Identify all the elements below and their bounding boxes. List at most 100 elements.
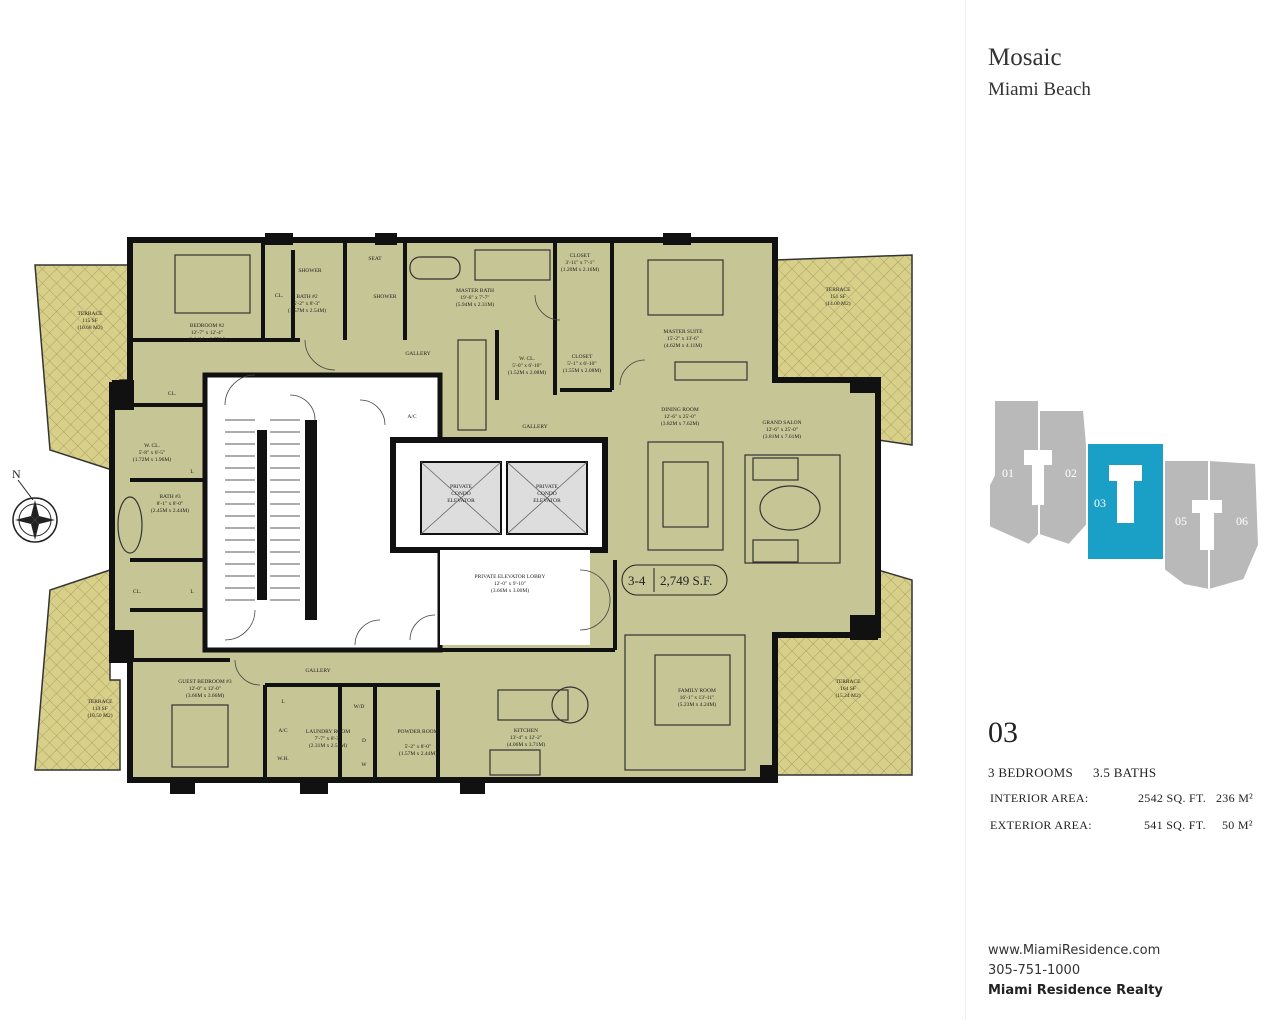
key-plan: 01 02 03 05 06 [984,395,1264,595]
key-unit-05 [1163,459,1210,592]
label-closet1-dim: 3'-11" x 7'-1" [565,260,594,266]
interior-area-sqft: 2542 SQ. FT. [1138,791,1207,805]
label-bedroom2: BEDROOM #2 [190,323,225,329]
info-panel: Mosaic Miami Beach 01 02 03 05 06 03 3 B… [965,0,1265,1020]
key-plan-drawing: 01 02 03 05 06 [988,399,1261,592]
exterior-area-m2: 50 M² [1222,818,1253,832]
label-terrace-nw-sf: 115 SF [82,318,98,324]
label-salon-m: (3.81M x 7.61M) [763,433,801,440]
label-w: W [361,762,367,768]
floor-plan: N 3-4 2,749 S.F. BEDROOM #2 12'-7" x 12'… [12,233,913,794]
label-wcl: W. CL. [519,356,535,362]
label-bath3-m: (2.45M x 2.44M) [151,507,189,514]
label-bath3-dim: 8'-1" x 8'-0" [157,501,184,507]
label-gallery-bottom: GALLERY [305,668,330,674]
label-powder-dim: 5'-2" x 8'-0" [405,744,432,750]
label-l-1: L [190,469,194,475]
key-unit-02 [1038,409,1088,547]
label-gallery-mid: GALLERY [522,424,547,430]
exterior-area-sqft: 541 SQ. FT. [1144,818,1206,832]
key-unit-01 [988,399,1040,547]
label-elevator2-l1: PRIVATE [536,484,559,490]
label-terrace-sw: TERRACE [87,699,113,705]
label-l-2: L [190,589,194,595]
badge-area: 2,749 S.F. [660,573,712,588]
label-elevator2-l3: ELEVATOR [533,498,561,504]
label-master-bath: MASTER BATH [456,288,494,294]
label-dining-dim: 12'-6" x 25'-0" [664,414,696,420]
project-title: Mosaic [988,44,1062,71]
label-terrace-ne: TERRACE [825,287,851,293]
bedrooms-count: 3 BEDROOMS [988,765,1073,780]
label-wd: W/D [354,704,365,710]
lobby-area [440,550,590,645]
label-terrace-se-sf: 164 SF [840,686,856,692]
label-cl-2: CL. [168,391,177,397]
label-master-bath-m: (5.94M x 2.31M) [456,301,494,308]
company-name: Miami Residence Realty [988,983,1163,998]
label-ac-1: A/C [407,414,417,420]
label-wcl2-m: (1.72M x 1.96M) [133,456,171,463]
label-master-suite-m: (4.62M x 4.11M) [664,342,702,349]
baths-count: 3.5 BATHS [1093,765,1157,780]
label-wcl-m: (1.52M x 2.08M) [508,369,546,376]
label-master-suite-dim: 15'-2" x 13'-6" [667,336,699,342]
label-gallery-top: GALLERY [405,351,430,357]
website-link[interactable]: www.MiamiResidence.com [988,943,1161,958]
compass-north-label: N [12,467,21,481]
label-wcl2: W. CL. [144,443,160,449]
label-terrace-nw-m: (10.68 M2) [77,324,102,331]
label-elevator2-l2: CONDO [537,491,557,497]
project-location: Miami Beach [988,79,1091,100]
label-terrace-ne-sf: 151 SF [830,294,846,300]
label-kitchen: KITCHEN [514,728,538,734]
label-family-room: FAMILY ROOM [678,688,716,694]
furniture [117,249,841,776]
label-kitchen-m: (4.06M x 3.71M) [507,741,545,748]
key-label-06: 06 [1236,514,1248,528]
label-lobby-m: (3.66M x 3.00M) [491,587,529,594]
label-bath2: BATH #2 [296,294,317,300]
label-bath2-m: (1.57M x 2.54M) [288,307,326,314]
label-terrace-se-m: (15.24 M2) [835,692,860,699]
compass-rose: N [12,467,58,543]
label-guest-bedroom: GUEST BEDROOM #3 [178,679,232,685]
label-closet2-m: (1.55M x 2.08M) [563,367,601,374]
key-label-03: 03 [1094,496,1106,510]
floor-plan-drawing: N 3-4 2,749 S.F. BEDROOM #2 12'-7" x 12'… [12,233,913,794]
label-master-suite: MASTER SUITE [663,329,703,335]
unit-number: 03 [988,716,1018,749]
interior-area-label: INTERIOR AREA: [990,791,1089,805]
label-closet1: CLOSET [570,253,591,259]
label-lobby-dim: 12'-0" x 9'-10" [494,581,526,587]
label-bath3: BATH #3 [159,494,180,500]
label-powder: POWDER ROOM [397,729,438,735]
label-bedroom2-dim: 12'-7" x 12'-4" [191,330,223,336]
label-laundry-dim: 7'-7" x 8'-3" [315,736,342,742]
label-terrace-nw: TERRACE [77,311,103,317]
phone-number[interactable]: 305-751-1000 [988,963,1081,978]
label-elevator1-l3: ELEVATOR [447,498,475,504]
label-lobby: PRIVATE ELEVATOR LOBBY [475,574,546,580]
label-dining-m: (3.82M x 7.62M) [661,420,699,427]
label-closet2-dim: 5'-1" x 6'-10" [567,361,596,367]
stair-treads [225,419,300,601]
key-label-02: 02 [1065,466,1077,480]
label-family-dim: 16'-1" x 13'-11" [680,695,715,701]
terrace-sw [34,568,121,771]
label-bath2-dim: 5'-2" x 8'-3" [294,301,321,307]
label-family-m: (5.23M x 4.24M) [678,701,716,708]
label-wcl2-dim: 5'-8" x 6'-5" [139,450,166,456]
interior-walls [115,240,617,780]
label-salon-dim: 12'-6" x 25'-0" [766,427,798,433]
label-elevator1-l2: CONDO [451,491,471,497]
structural-columns [112,233,878,794]
label-terrace-ne-m: (14.00 M2) [825,300,850,307]
label-laundry: LAUNDRY ROOM [306,729,350,735]
label-terrace-sw-sf: 113 SF [92,706,108,712]
label-dining-room: DINING ROOM [661,407,699,413]
label-terrace-sw-m: (10.50 M2) [87,712,112,719]
label-laundry-m: (2.31M x 2.51M) [309,742,347,749]
badge-unit: 3-4 [628,573,646,588]
label-wh: W.H. [277,756,289,762]
